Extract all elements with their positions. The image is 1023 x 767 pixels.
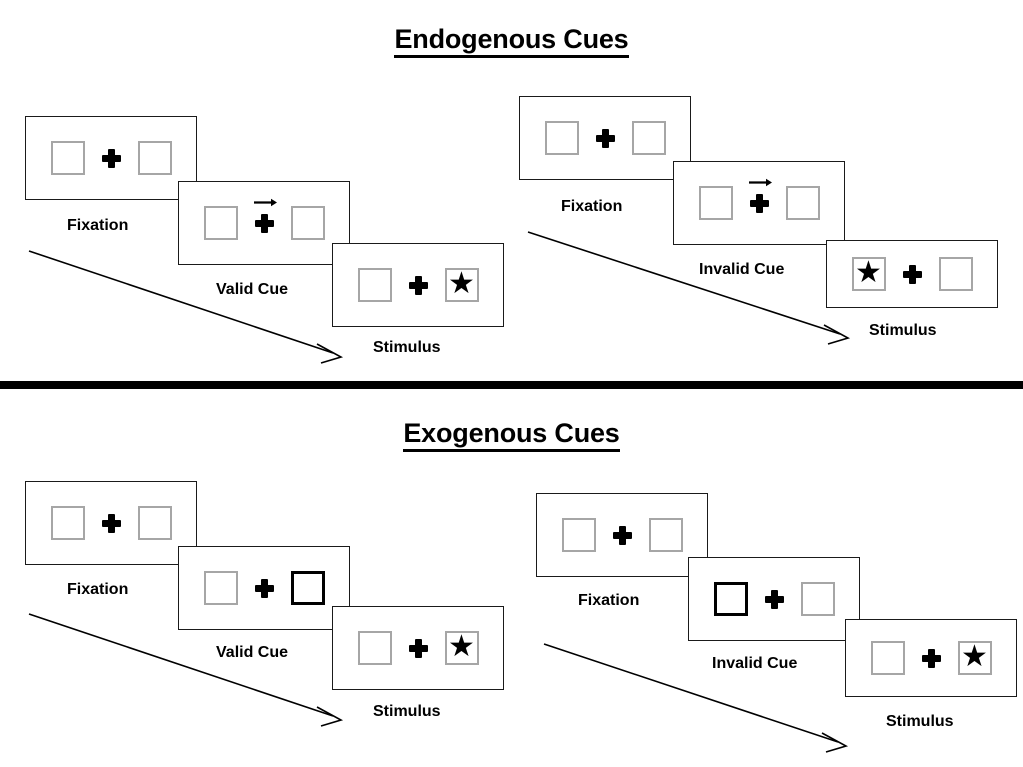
- frame-endogenous-invalid-stimulus: ★: [826, 240, 998, 308]
- fixation-plus-icon: [612, 525, 632, 545]
- star-icon: ★: [448, 267, 475, 300]
- caption-endogenous-valid-stimulus: Stimulus: [373, 339, 441, 356]
- left-placeholder-box: [203, 206, 238, 240]
- left-placeholder-box: [561, 518, 596, 552]
- frame-content: [203, 198, 325, 240]
- flow-arrow-exogenous-invalid: [543, 643, 849, 753]
- left-placeholder-box: [357, 631, 392, 665]
- frame-exogenous-invalid-fixation: [536, 493, 708, 577]
- frame-endogenous-valid-cue: [178, 181, 350, 265]
- right-placeholder-box: [785, 186, 820, 220]
- fixation-plus-icon: [101, 148, 121, 168]
- left-placeholder-box: [50, 506, 85, 540]
- frame-content: [50, 141, 172, 175]
- frame-endogenous-valid-stimulus: ★: [332, 243, 504, 327]
- caption-exogenous-invalid-stimulus: Stimulus: [886, 713, 954, 730]
- right-placeholder-box: [648, 518, 683, 552]
- left-placeholder-box: [50, 141, 85, 175]
- frame-content: ★: [357, 267, 479, 302]
- caption-endogenous-invalid-fixation: Fixation: [561, 198, 623, 215]
- fixation-plus-icon: [764, 589, 784, 609]
- fixation-plus-icon: [408, 275, 428, 295]
- star-icon: ★: [855, 256, 882, 289]
- star-icon: ★: [961, 640, 988, 673]
- left-target-box: ★: [851, 256, 886, 291]
- frame-content: ★: [357, 630, 479, 665]
- caption-exogenous-valid-fixation: Fixation: [67, 581, 129, 598]
- caption-exogenous-invalid-fixation: Fixation: [578, 592, 640, 609]
- left-placeholder-box: [870, 641, 905, 675]
- right-placeholder-box: [631, 121, 666, 155]
- caption-endogenous-valid-cue: Valid Cue: [216, 281, 289, 298]
- fixation-plus-icon: [595, 128, 615, 148]
- caption-endogenous-invalid-cue: Invalid Cue: [699, 261, 785, 278]
- frame-endogenous-invalid-cue: [673, 161, 845, 245]
- right-placeholder-box: [938, 257, 973, 291]
- left-cued-box: [713, 582, 748, 616]
- fixation-plus-icon: [921, 648, 941, 668]
- caption-endogenous-valid-fixation: Fixation: [67, 217, 129, 234]
- fixation-plus-icon: [408, 638, 428, 658]
- section-title-endogenous: Endogenous Cues: [0, 24, 1023, 58]
- frame-exogenous-invalid-stimulus: ★: [845, 619, 1017, 697]
- caption-exogenous-valid-stimulus: Stimulus: [373, 703, 441, 720]
- section-title-exogenous-text: Exogenous Cues: [403, 418, 620, 452]
- right-placeholder-box: [290, 206, 325, 240]
- frame-exogenous-invalid-cue: [688, 557, 860, 641]
- fixation-plus-icon: [749, 178, 772, 213]
- frame-content: ★: [870, 640, 992, 675]
- left-placeholder-box: [698, 186, 733, 220]
- section-divider: [0, 381, 1023, 389]
- section-title-exogenous: Exogenous Cues: [0, 418, 1023, 452]
- cue-arrow-right-icon: [749, 178, 772, 186]
- caption-exogenous-valid-cue: Valid Cue: [216, 644, 289, 661]
- frame-exogenous-valid-cue: [178, 546, 350, 630]
- frame-content: ★: [851, 256, 973, 291]
- frame-endogenous-invalid-fixation: [519, 96, 691, 180]
- frame-content: [50, 506, 172, 540]
- fixation-plus-icon: [254, 578, 274, 598]
- frame-content: [544, 121, 666, 155]
- frame-content: [713, 582, 835, 616]
- fixation-plus-icon: [902, 264, 922, 284]
- star-icon: ★: [448, 630, 475, 663]
- fixation-plus-icon: [101, 513, 121, 533]
- frame-endogenous-valid-fixation: [25, 116, 197, 200]
- section-title-endogenous-text: Endogenous Cues: [394, 24, 629, 58]
- frame-exogenous-valid-fixation: [25, 481, 197, 565]
- cue-arrow-right-icon: [254, 198, 277, 206]
- left-placeholder-box: [544, 121, 579, 155]
- frame-content: [561, 518, 683, 552]
- right-cued-box: [290, 571, 325, 605]
- right-placeholder-box: [137, 506, 172, 540]
- left-placeholder-box: [357, 268, 392, 302]
- frame-exogenous-valid-stimulus: ★: [332, 606, 504, 690]
- frame-content: [698, 178, 820, 220]
- caption-exogenous-invalid-cue: Invalid Cue: [712, 655, 798, 672]
- right-target-box: ★: [444, 630, 479, 665]
- right-placeholder-box: [800, 582, 835, 616]
- caption-endogenous-invalid-stimulus: Stimulus: [869, 322, 937, 339]
- left-placeholder-box: [203, 571, 238, 605]
- fixation-plus-icon: [254, 198, 277, 233]
- right-target-box: ★: [957, 640, 992, 675]
- frame-content: [203, 571, 325, 605]
- right-target-box: ★: [444, 267, 479, 302]
- right-placeholder-box: [137, 141, 172, 175]
